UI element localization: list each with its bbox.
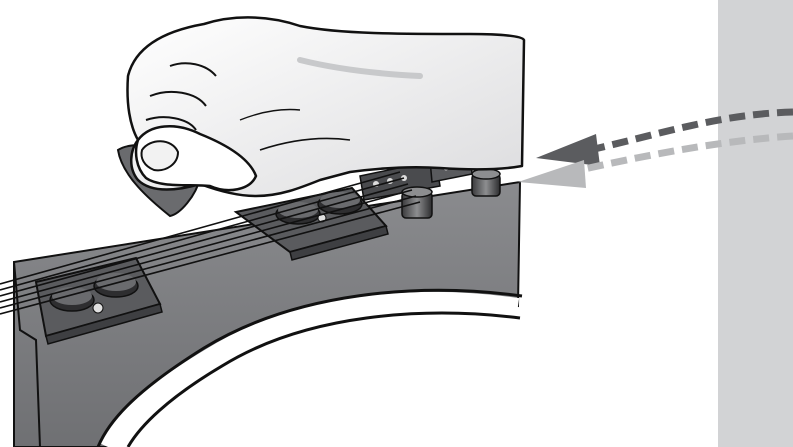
side-panel [718, 0, 793, 447]
control-knob-2 [472, 169, 500, 196]
picking-hand-icon [127, 17, 524, 196]
